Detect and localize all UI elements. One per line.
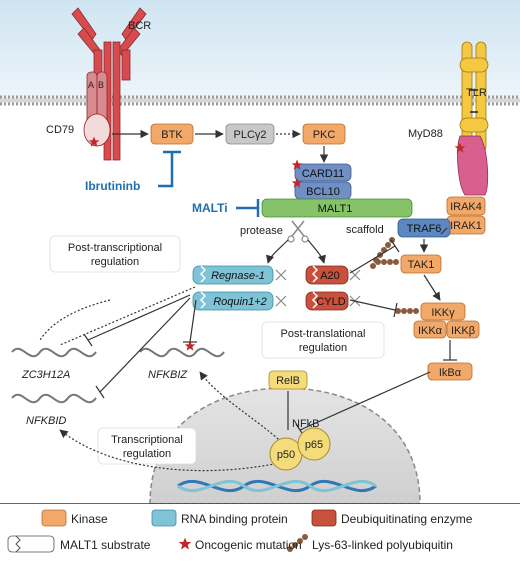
zc3h12a-label: ZC3H12A <box>21 369 70 381</box>
card11-node <box>294 163 352 182</box>
plcg2-node <box>225 123 275 145</box>
cd79 <box>83 71 111 147</box>
btk-label: BTK <box>161 129 183 141</box>
post-transcriptional-label-2: regulation <box>91 256 139 268</box>
ikba-label: IkBα <box>439 367 462 379</box>
transcriptional-box <box>97 427 197 465</box>
rbp-inhibition-lines <box>59 286 197 399</box>
ikba-node <box>427 362 473 381</box>
irak4-node <box>446 196 486 216</box>
malt1-label: MALT1 <box>318 203 353 215</box>
tlr-label: TLR <box>466 87 487 99</box>
roquin-node <box>192 291 274 311</box>
post-translational-label-2: regulation <box>299 342 347 354</box>
legend-oncogenic-label: Oncogenic mutation <box>195 538 302 552</box>
nfkb-label: NFkB <box>292 418 320 430</box>
scaffold-label: scaffold <box>346 224 384 236</box>
legend-rbp-label: RNA binding protein <box>181 512 288 526</box>
legend-dub-label: Deubiquitinating enzyme <box>341 512 473 526</box>
bcl10-label: BCL10 <box>306 186 340 198</box>
legend-substrate-label: MALT1 substrate <box>60 538 151 552</box>
cyld-node <box>305 291 349 311</box>
legend-kinase-label: Kinase <box>71 512 108 526</box>
post-translational-label-1: Post-translational <box>281 328 366 340</box>
nfkbid-mrna <box>11 393 97 404</box>
p65-node <box>297 427 331 461</box>
malti-label: MALTi <box>192 201 228 215</box>
post-transcriptional-label-1: Post-transcriptional <box>68 242 162 254</box>
nfkbiz-mrna <box>139 347 225 358</box>
p50-label: p50 <box>277 449 295 461</box>
legend-dub-swatch <box>311 509 337 527</box>
ikkb-label: IKKβ <box>451 325 475 337</box>
polyubiquitin-chain-icon <box>375 259 399 265</box>
plcg2-label: PLCγ2 <box>233 129 266 141</box>
transcriptional-label-1: Transcriptional <box>111 434 183 446</box>
legend-substrate-icon <box>7 535 55 553</box>
bcr-receptor <box>71 7 147 161</box>
legend-polyubiquitin-label: Lys-63-linked polyubiquitin <box>312 538 453 552</box>
ikkg-label: IKKγ <box>431 307 455 319</box>
a20-label: A20 <box>320 270 340 282</box>
scissors-icon <box>287 220 309 243</box>
legend-rbp-swatch <box>151 509 177 527</box>
pkc-node <box>302 123 346 145</box>
a20-inhibition <box>349 239 400 274</box>
a20-node <box>305 265 349 285</box>
p65-label: p65 <box>305 439 323 451</box>
myd88-label: MyD88 <box>408 128 443 140</box>
post-translational-box <box>261 321 385 359</box>
roquin-label: Roquin1+2 <box>213 296 267 308</box>
malt1-node <box>261 198 413 218</box>
polyubiquitin-chain-icon <box>287 534 308 552</box>
malt1-regnase-arrow <box>266 239 289 264</box>
zc3h12a-feedback <box>39 299 111 341</box>
legend-kinase-swatch <box>41 509 67 527</box>
nfkb-nfkbid-arrow <box>59 429 285 472</box>
transcriptional-label-2: regulation <box>123 448 171 460</box>
traf6-label: TRAF6 <box>407 223 442 235</box>
card11-label: CARD11 <box>302 168 345 180</box>
relb-label: RelB <box>276 375 300 387</box>
plasma-membrane <box>0 95 520 106</box>
ikkb-node <box>446 320 480 339</box>
malti-inhibition <box>236 199 260 217</box>
malt1-a20-arrow <box>307 239 326 264</box>
cd79-b-label: B <box>98 80 104 90</box>
relb-node <box>268 370 308 390</box>
myd88 <box>457 135 489 196</box>
irak-traf6-link <box>440 227 448 235</box>
ibrutinib-label: Ibrutininb <box>85 179 140 193</box>
protease-label: protease <box>240 225 283 237</box>
ibrutinib-inhibition <box>158 150 181 188</box>
dna-helix <box>177 479 377 493</box>
cd79-a-label: A <box>88 80 94 90</box>
tak1-ikk-arrow <box>423 274 441 301</box>
btk-node <box>150 123 194 145</box>
pkc-label: PKC <box>313 129 336 141</box>
cd79-label: CD79 <box>46 124 74 136</box>
irak4-label: IRAK4 <box>450 201 482 213</box>
ikkg-node <box>420 302 466 321</box>
polyubiquitin-chain-icon <box>395 308 419 314</box>
regnase1-label: Regnase-1 <box>211 270 265 282</box>
traf6-node <box>397 218 451 238</box>
ikka-node <box>413 320 447 339</box>
ikk-ikba-inhibition <box>443 340 457 361</box>
post-transcriptional-box <box>49 235 181 273</box>
cyld-label: CYLD <box>316 296 345 308</box>
bcr-label: BCR <box>128 20 151 32</box>
nfkbid-label: NFKBID <box>26 415 66 427</box>
tak1-label: TAK1 <box>408 259 435 271</box>
tak1-node <box>400 254 442 274</box>
legend <box>0 503 520 572</box>
nfkbiz-label: NFKBIZ <box>148 369 188 381</box>
ikka-label: IKKα <box>418 325 443 337</box>
cyld-inhibition <box>349 299 398 318</box>
zc3h12a-mrna <box>11 347 97 358</box>
regnase1-node <box>192 265 274 285</box>
irak1-label: IRAK1 <box>450 220 482 232</box>
